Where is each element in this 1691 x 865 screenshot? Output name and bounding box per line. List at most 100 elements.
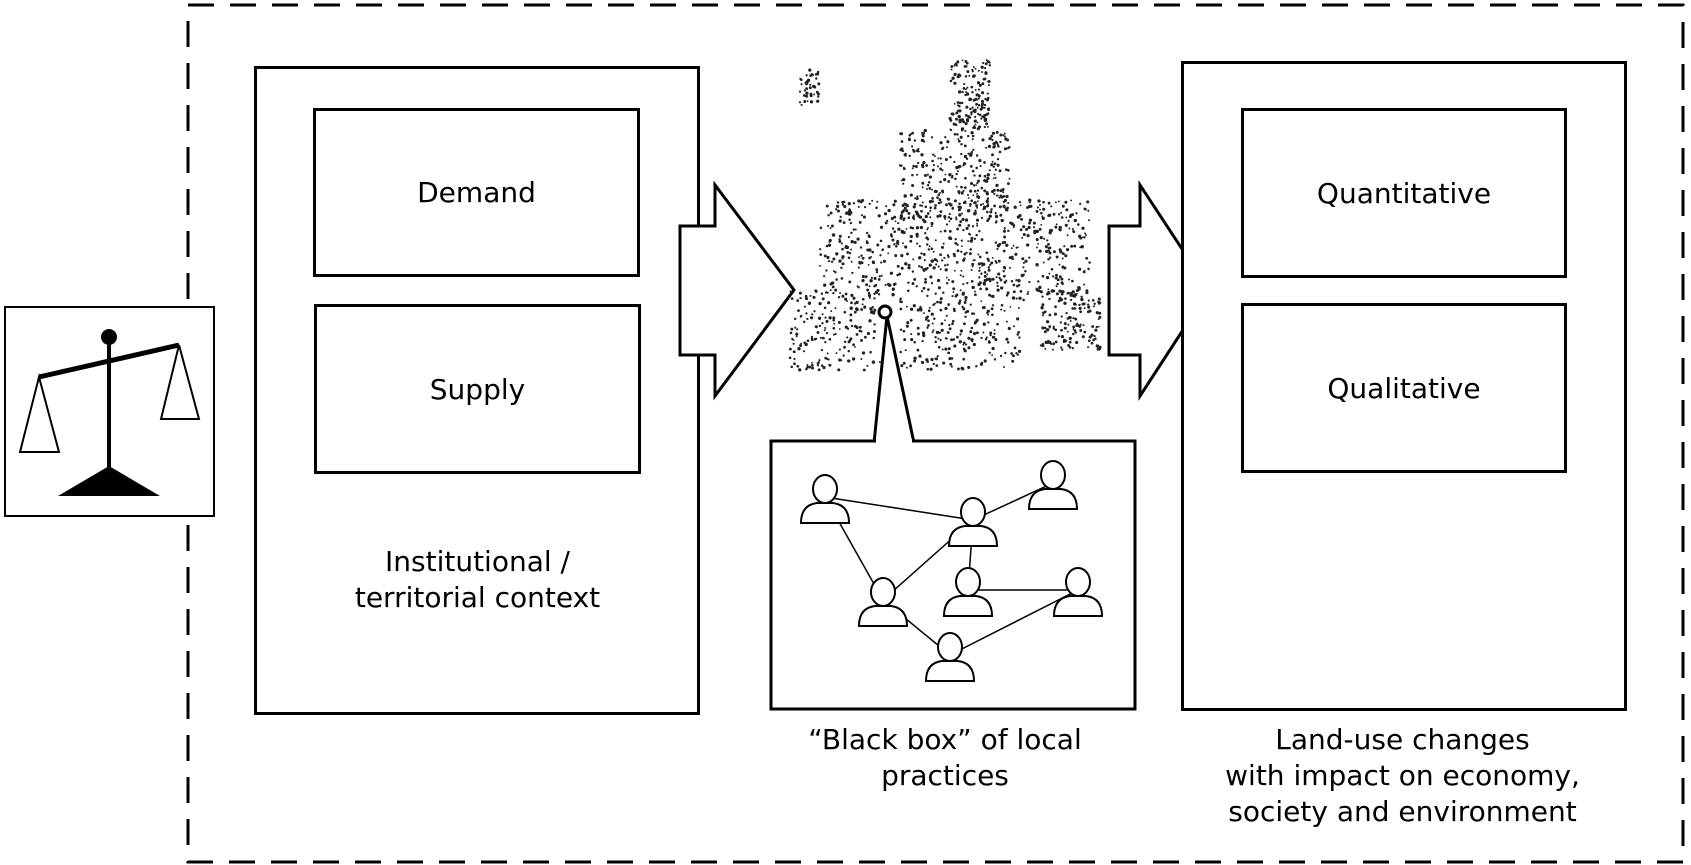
map-dot: [833, 322, 836, 325]
map-dot: [948, 356, 952, 361]
map-dot: [911, 282, 915, 285]
map-dot: [809, 93, 813, 98]
map-dot: [1015, 352, 1018, 355]
map-dot: [927, 181, 931, 184]
map-dot: [953, 269, 956, 272]
map-dot: [1068, 346, 1072, 349]
map-dot: [958, 202, 961, 205]
map-dot: [981, 71, 984, 73]
map-dot: [872, 336, 876, 340]
map-dot: [816, 72, 820, 76]
map-dot: [978, 174, 982, 178]
map-dot: [989, 210, 993, 214]
map-dot: [1066, 317, 1070, 320]
map-dot: [911, 270, 915, 273]
map-dot: [915, 232, 919, 237]
qualitative-box: Qualitative: [1241, 303, 1567, 473]
scale-icon-box: [4, 306, 215, 517]
map-dot: [926, 367, 930, 371]
map-dot: [838, 240, 842, 243]
map-dot: [964, 295, 968, 300]
map-dot: [912, 214, 915, 217]
map-dot: [944, 217, 947, 220]
map-dot: [916, 348, 920, 352]
map-dot: [918, 265, 921, 268]
map-dot: [971, 239, 974, 242]
map-dot: [885, 205, 888, 208]
map-dot: [1012, 325, 1016, 328]
map-dot: [966, 119, 970, 123]
map-dot: [923, 259, 926, 262]
map-dot: [805, 94, 809, 98]
map-dot: [978, 269, 981, 272]
map-dot: [1098, 345, 1102, 349]
map-dot: [993, 162, 997, 166]
map-dot: [906, 252, 909, 256]
map-dot: [968, 98, 972, 102]
map-dot: [835, 252, 839, 256]
map-dot: [793, 362, 796, 366]
map-dot: [1016, 284, 1019, 288]
map-dot: [921, 331, 926, 335]
map-dot: [891, 238, 895, 242]
map-dot: [884, 221, 888, 225]
map-dot: [809, 294, 812, 297]
map-dot: [1038, 227, 1042, 231]
map-dot: [1060, 346, 1063, 349]
map-dot: [915, 226, 920, 230]
map-dot: [940, 297, 943, 300]
map-dot: [1050, 342, 1053, 345]
map-dot: [931, 159, 934, 163]
map-dot: [810, 316, 814, 320]
map-dot: [962, 347, 966, 351]
map-dot: [1003, 274, 1006, 278]
map-dot: [1003, 135, 1006, 138]
map-dot: [1065, 311, 1068, 315]
map-dot: [829, 227, 832, 230]
map-dot: [916, 173, 919, 176]
map-dot: [835, 278, 838, 281]
map-dot: [964, 176, 967, 180]
map-dot: [1021, 236, 1024, 239]
map-dot: [1064, 223, 1068, 227]
map-dot: [837, 295, 841, 299]
map-dot: [824, 341, 827, 344]
map-dot: [930, 312, 934, 316]
map-dot: [953, 254, 956, 258]
map-dot: [844, 325, 848, 329]
map-dot: [815, 90, 819, 94]
person-icon: [942, 567, 994, 617]
map-dot: [950, 65, 954, 68]
map-dot: [947, 180, 951, 183]
map-dot: [941, 189, 944, 193]
map-dot: [876, 200, 879, 203]
map-dot: [838, 219, 842, 223]
map-dot: [883, 212, 888, 216]
map-dot: [870, 276, 873, 279]
map-dot: [1068, 340, 1072, 344]
map-dot: [830, 224, 834, 228]
map-dot: [961, 291, 965, 295]
map-dot: [971, 262, 975, 266]
map-dot: [1068, 336, 1072, 341]
map-dot: [944, 347, 948, 351]
map-dot: [935, 364, 939, 367]
map-dot: [930, 247, 934, 250]
map-dot: [916, 210, 919, 213]
map-dot: [962, 258, 966, 262]
map-dot: [858, 256, 861, 259]
map-dot: [827, 259, 831, 263]
map-dot: [974, 209, 977, 213]
map-dot: [939, 300, 943, 304]
map-dot: [985, 192, 989, 196]
map-dot: [825, 204, 829, 208]
map-dot: [911, 145, 914, 148]
map-dot: [1095, 325, 1099, 329]
map-dot: [933, 257, 937, 262]
map-dot: [1024, 270, 1027, 273]
map-dot: [867, 234, 871, 238]
map-dot: [957, 208, 961, 212]
map-dot: [980, 186, 983, 190]
map-dot: [900, 300, 903, 304]
map-dot: [1000, 195, 1004, 199]
